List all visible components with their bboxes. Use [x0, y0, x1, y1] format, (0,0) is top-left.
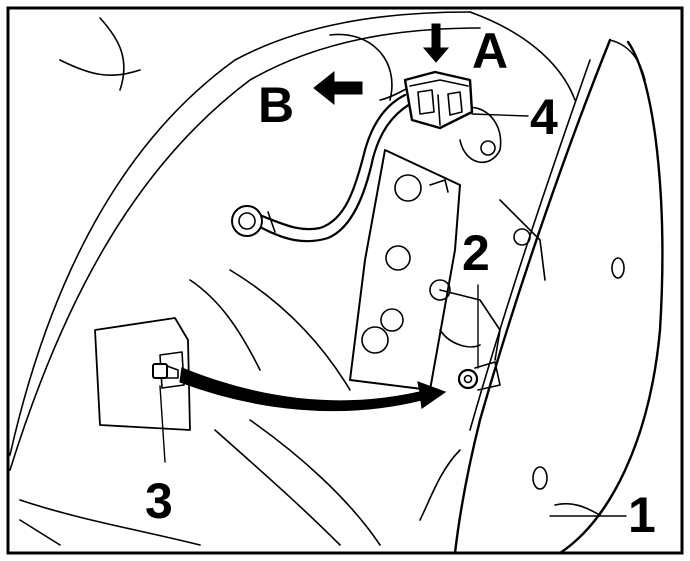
connector-part-4: [403, 70, 474, 130]
headlamp-housing: [9, 11, 576, 546]
screw-part-2: [457, 361, 501, 391]
arrow-b-left: [313, 70, 363, 106]
callout-3: 3: [145, 473, 173, 529]
callout-1: 1: [628, 487, 656, 543]
leader-lines: [159, 113, 627, 517]
callout-a: A: [472, 23, 508, 79]
callout-4: 4: [530, 89, 558, 145]
headlamp-lens-part-1: [453, 38, 664, 555]
motion-arrows: [179, 23, 450, 412]
callout-b: B: [258, 77, 294, 133]
arrow-a-down: [422, 23, 450, 63]
arrow-screw-transfer: [179, 367, 447, 412]
callout-2: 2: [462, 225, 490, 281]
figure-frame: [6, 6, 684, 555]
